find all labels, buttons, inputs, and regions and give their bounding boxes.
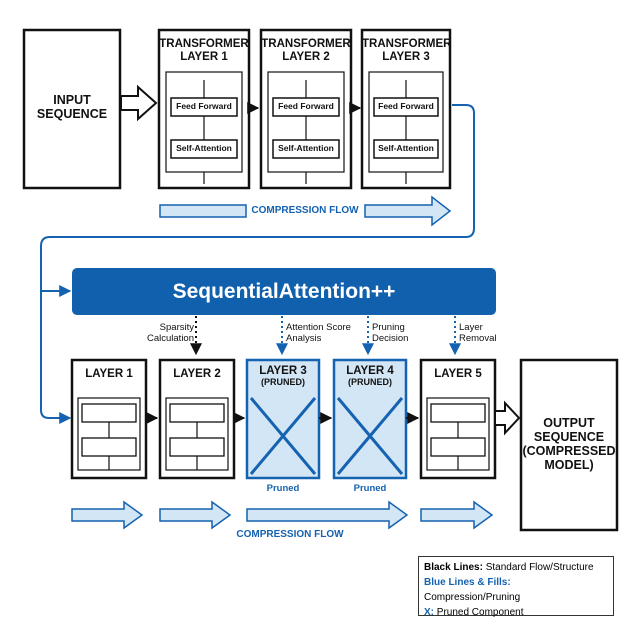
bottom-layer-3-pruned [245, 358, 321, 480]
feed-forward-label-1: Feed Forward [176, 101, 232, 111]
compression-flow-top-label: COMPRESSION FLOW [251, 205, 359, 216]
compression-flow-bottom-label: COMPRESSION FLOW [236, 529, 344, 540]
pruned-label-3: Pruned [266, 483, 300, 494]
legend-x-text: Pruned Component [436, 607, 524, 618]
bottom-layer-4-title: LAYER 4(PRUNED) [346, 365, 394, 387]
legend-blue-row: Blue Lines & Fills: Compression/Pruning [424, 575, 608, 605]
flow-connector-line [40, 104, 475, 424]
bottom-layer-4-pruned [332, 358, 408, 480]
bottom-layer-5-title: LAYER 5 [434, 368, 482, 380]
bottom-layer-2 [158, 358, 236, 480]
transformer-layer-1 [157, 28, 251, 190]
input-sequence-box [22, 28, 122, 190]
compression-bar-top [159, 204, 247, 218]
self-attention-label-3: Self-Attention [378, 143, 434, 153]
sequential-attention-banner: SequentialAttention++ [72, 268, 496, 315]
compression-arrow-b3 [246, 500, 409, 530]
self-attention-label-1: Self-Attention [176, 143, 232, 153]
legend-black-key: Black Lines: [424, 562, 483, 573]
compression-arrow-b5 [420, 500, 494, 530]
bottom-layer-1-title: LAYER 1 [85, 368, 133, 380]
compression-arrow-b2 [159, 500, 232, 530]
legend-black-row: Black Lines: Standard Flow/Structure [424, 560, 608, 575]
compression-arrow-top [364, 195, 452, 227]
bottom-layer-5 [419, 358, 497, 480]
legend-x-row: X: Pruned Component [424, 605, 608, 620]
output-arrow [494, 400, 521, 436]
compression-arrow-b1 [71, 500, 144, 530]
legend-black-text: Standard Flow/Structure [485, 562, 594, 573]
bottom-layer-3-title: LAYER 3(PRUNED) [259, 365, 307, 387]
self-attention-label-2: Self-Attention [278, 143, 334, 153]
output-sequence-box [519, 358, 619, 532]
transformer-layer-3 [360, 28, 452, 190]
input-arrow [120, 84, 158, 122]
legend-blue-text: Compression/Pruning [424, 592, 521, 603]
bottom-layer-2-title: LAYER 2 [173, 368, 221, 380]
transformer-layer-2 [259, 28, 353, 190]
pruned-label-4: Pruned [353, 483, 387, 494]
legend-blue-key: Blue Lines & Fills: [424, 577, 511, 588]
feed-forward-label-3: Feed Forward [378, 101, 434, 111]
feed-forward-label-2: Feed Forward [278, 101, 334, 111]
legend: Black Lines: Standard Flow/Structure Blu… [418, 556, 614, 618]
legend-x-key: X: [424, 607, 434, 618]
